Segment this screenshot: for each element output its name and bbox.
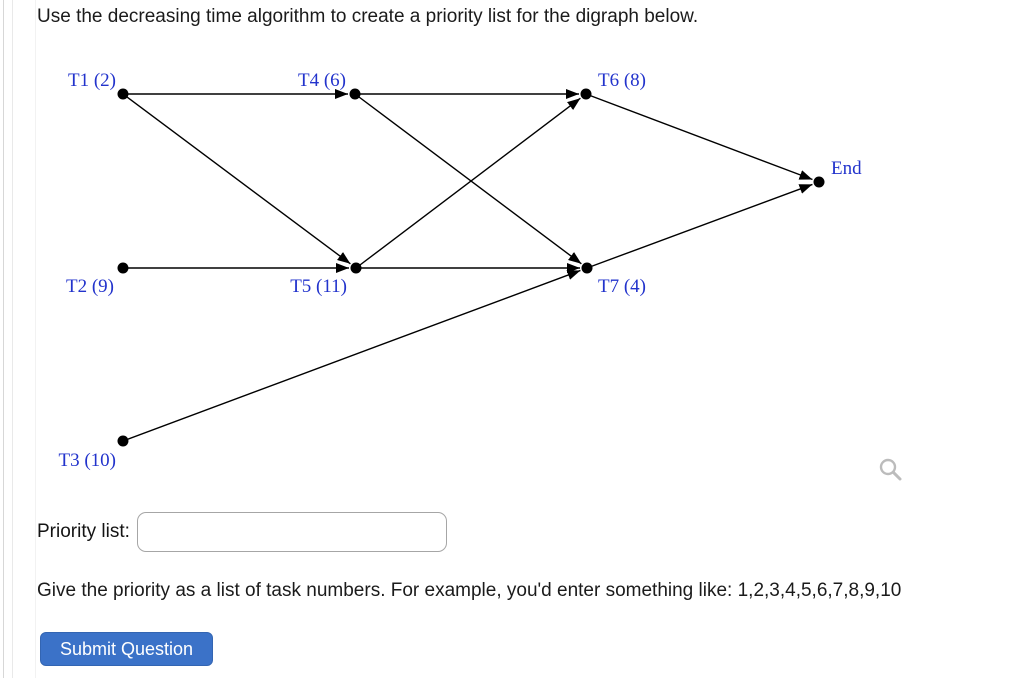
digraph-labels: T1 (2) T2 (9) T3 (10) T4 (6) T5 (11) T6 (8) T7… (58, 70, 862, 471)
node-label-T2: T2 (9) (66, 276, 114, 297)
edge-T6-End (585, 93, 813, 181)
submit-question-button[interactable]: Submit Question (40, 632, 214, 666)
node-label-T6: T6 (8) (598, 70, 646, 91)
node-T5 (350, 262, 362, 274)
edge-T7-End (586, 183, 813, 269)
node-label-T5: T5 (11) (290, 276, 347, 297)
edge-T5-T6 (355, 97, 581, 269)
left-border-middle (12, 0, 13, 678)
digraph-edges (122, 89, 813, 442)
digraph: T1 (2) T2 (9) T3 (10) T4 (6) T5 (11) T6 (8) T7… (58, 70, 862, 471)
edge-T1-T5 (122, 93, 351, 265)
magnifier-icon[interactable] (877, 456, 905, 484)
node-T6 (580, 88, 592, 100)
answer-row: Priority list: (37, 512, 447, 552)
priority-list-input[interactable] (136, 512, 447, 552)
node-T2 (117, 262, 129, 274)
node-T7 (581, 262, 593, 274)
priority-list-label: Priority list: (37, 521, 130, 542)
node-End (813, 176, 825, 188)
node-label-T7: T7 (4) (598, 276, 646, 297)
left-border-outer (3, 0, 4, 678)
node-T4 (349, 88, 361, 100)
node-label-T4: T4 (6) (298, 70, 346, 91)
edge-T3-T7 (122, 269, 581, 442)
node-label-T1: T1 (2) (68, 70, 116, 91)
node-label-End: End (831, 158, 862, 179)
edge-T4-T7 (354, 93, 582, 265)
digraph-nodes (117, 88, 825, 447)
node-T3 (117, 435, 129, 447)
question-text: Use the decreasing time algorithm to cre… (37, 6, 699, 27)
node-T1 (117, 88, 129, 100)
instructions-text: Give the priority as a list of task numb… (37, 580, 902, 601)
left-border-inner (35, 0, 36, 678)
node-label-T3: T3 (10) (58, 450, 116, 471)
